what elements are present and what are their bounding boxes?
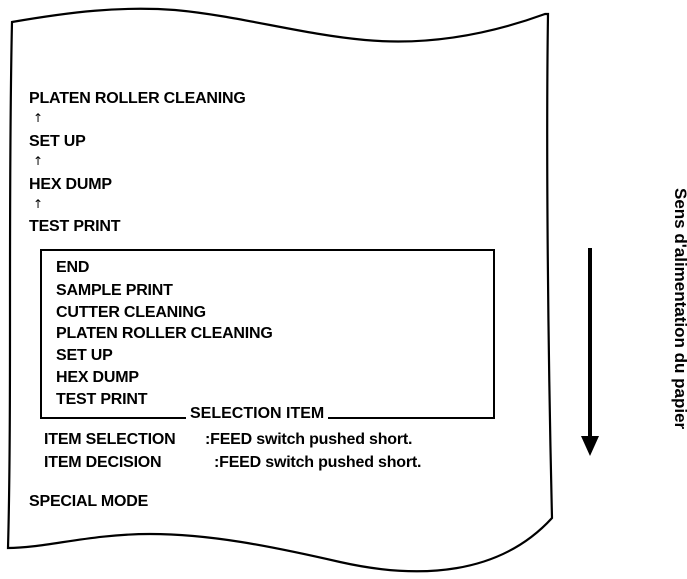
feed-direction-label: Sens d'alimentation du papier — [671, 188, 687, 430]
selection-item-hex-dump: HEX DUMP — [56, 369, 139, 386]
up-arrow-icon: ↑ — [33, 197, 44, 211]
selection-item-end: END — [56, 259, 90, 276]
selection-item-sample-print: SAMPLE PRINT — [56, 282, 173, 299]
special-mode-title: SPECIAL MODE — [29, 493, 149, 510]
selection-item-cutter-cleaning: CUTTER CLEANING — [56, 304, 206, 321]
selection-item-platen-roller-cleaning: PLATEN ROLLER CLEANING — [56, 325, 273, 342]
sequence-item-test-print: TEST PRINT — [29, 218, 121, 235]
item-selection-value: :FEED switch pushed short. — [205, 431, 413, 448]
item-decision-value: :FEED switch pushed short. — [214, 454, 422, 471]
up-arrow-icon: ↑ — [33, 154, 44, 168]
down-arrow-icon — [581, 248, 599, 456]
item-selection-label: ITEM SELECTION — [44, 431, 176, 448]
selection-item-set-up: SET UP — [56, 347, 113, 364]
item-decision-label: ITEM DECISION — [44, 454, 162, 471]
up-arrow-icon: ↑ — [33, 111, 44, 125]
selection-item-test-print: TEST PRINT — [56, 391, 148, 408]
sequence-item-set-up: SET UP — [29, 133, 86, 150]
sequence-item-hex-dump: HEX DUMP — [29, 176, 112, 193]
sequence-item-platen-roller-cleaning: PLATEN ROLLER CLEANING — [29, 90, 246, 107]
feed-direction-label-container: Sens d'alimentation du papier — [617, 188, 687, 438]
selection-item-label: SELECTION ITEM — [186, 405, 329, 423]
